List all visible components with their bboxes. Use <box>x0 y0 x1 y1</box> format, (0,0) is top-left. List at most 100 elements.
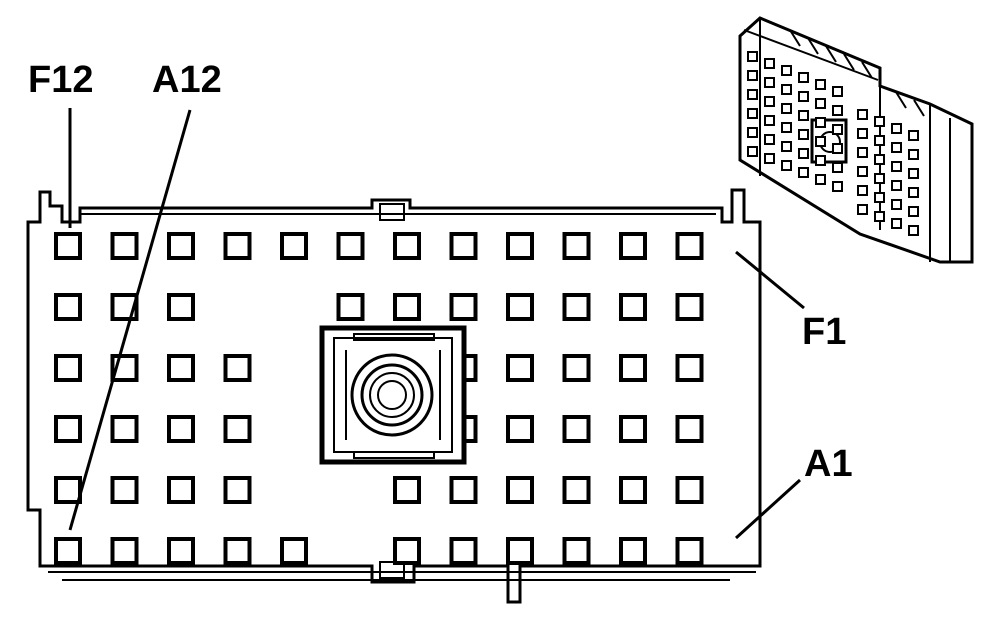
thumbnail-cavity <box>891 199 902 210</box>
thumbnail-cavity <box>874 211 885 222</box>
thumbnail-cavity <box>857 204 868 215</box>
cavity <box>167 293 195 321</box>
thumbnail-cavity <box>908 225 919 236</box>
cavity <box>506 354 534 382</box>
thumbnail-cavity <box>815 98 826 109</box>
thumbnail-cavity <box>891 123 902 134</box>
thumbnail-cavity <box>908 206 919 217</box>
thumbnail-cavity <box>857 147 868 158</box>
cavity <box>167 415 195 443</box>
cavity <box>562 293 591 321</box>
cavity <box>675 354 704 382</box>
connector-thumbnail <box>738 16 974 264</box>
thumbnail-cavity <box>891 142 902 153</box>
thumbnail-cavity <box>832 105 843 116</box>
thumbnail-cavity <box>857 166 868 177</box>
cavity <box>54 415 82 443</box>
cavity <box>619 476 647 504</box>
cavity <box>562 415 591 443</box>
thumbnail-cavity <box>815 174 826 185</box>
cavity <box>110 537 139 565</box>
thumbnail-cavity <box>764 134 775 145</box>
cavity <box>506 415 534 443</box>
cavity <box>223 537 252 565</box>
cavity <box>675 293 704 321</box>
center-lock-boss <box>319 325 467 465</box>
cavity <box>393 476 421 504</box>
thumbnail-cavity <box>764 115 775 126</box>
label-f12: F12 <box>28 59 93 101</box>
cavity <box>223 232 252 260</box>
thumbnail-cavity <box>798 148 809 159</box>
cavity <box>619 354 647 382</box>
cavity <box>54 354 82 382</box>
leader-a1 <box>734 478 802 540</box>
thumbnail-cavity <box>832 124 843 135</box>
connector-face <box>26 188 762 604</box>
cavity <box>336 293 365 321</box>
cavity <box>167 537 195 565</box>
thumbnail-cavity <box>747 51 758 62</box>
cavity <box>619 415 647 443</box>
cavity <box>54 232 82 260</box>
thumbnail-cavity <box>747 146 758 157</box>
thumbnail-cavity <box>832 181 843 192</box>
thumbnail-cavity <box>747 127 758 138</box>
thumbnail-cavity <box>815 79 826 90</box>
thumbnail-cavity <box>798 72 809 83</box>
thumbnail-cavity <box>857 109 868 120</box>
cavity <box>562 537 591 565</box>
thumbnail-cavity <box>891 218 902 229</box>
cavity <box>110 476 139 504</box>
thumbnail-cavity <box>798 129 809 140</box>
cavity <box>54 293 82 321</box>
thumbnail-cavity <box>874 116 885 127</box>
thumbnail-cavity <box>891 180 902 191</box>
cavity <box>562 232 591 260</box>
cavity <box>393 293 421 321</box>
thumbnail-cavity <box>891 161 902 172</box>
cavity <box>506 232 534 260</box>
cavity <box>223 354 252 382</box>
cavity <box>223 415 252 443</box>
thumbnail-cavity <box>781 65 792 76</box>
cavity <box>619 293 647 321</box>
thumbnail-cavity <box>798 110 809 121</box>
cavity <box>54 476 82 504</box>
thumbnail-cavity <box>781 122 792 133</box>
cavity <box>675 415 704 443</box>
thumbnail-cavity <box>815 117 826 128</box>
thumbnail-cavity <box>908 130 919 141</box>
label-a1: A1 <box>804 443 853 485</box>
thumbnail-cavity <box>764 77 775 88</box>
thumbnail-cavity <box>781 84 792 95</box>
cavity <box>562 354 591 382</box>
cavity <box>223 476 252 504</box>
thumbnail-cavity <box>832 86 843 97</box>
cavity <box>449 232 478 260</box>
label-a12: A12 <box>152 59 222 101</box>
thumbnail-cavity <box>874 173 885 184</box>
leader-lines <box>68 108 805 540</box>
cavity <box>167 354 195 382</box>
cavity <box>562 476 591 504</box>
cavity <box>280 537 308 565</box>
cavity <box>336 232 365 260</box>
thumbnail-cavity <box>781 103 792 114</box>
cavity <box>280 232 308 260</box>
thumbnail-cavity <box>747 108 758 119</box>
label-f1: F1 <box>802 311 846 353</box>
thumbnail-cavity <box>908 168 919 179</box>
cavity <box>449 293 478 321</box>
cavity <box>675 232 704 260</box>
leader-a12 <box>68 109 192 531</box>
cavity <box>110 415 139 443</box>
thumbnail-cavity <box>815 136 826 147</box>
cavity <box>54 537 82 565</box>
leader-f1 <box>735 250 805 310</box>
thumbnail-cavity <box>781 141 792 152</box>
thumbnail-cavity <box>747 70 758 81</box>
cavity <box>167 476 195 504</box>
thumbnail-cavity <box>764 96 775 107</box>
